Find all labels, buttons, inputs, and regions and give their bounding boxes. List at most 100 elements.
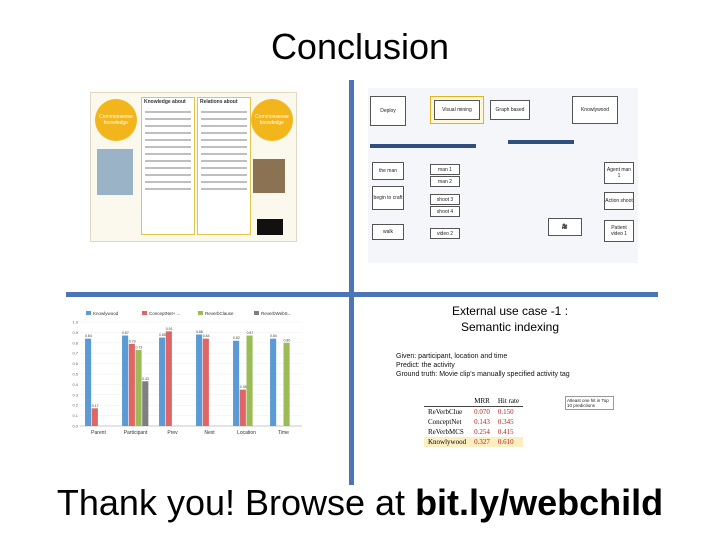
semantic-description: Given: participant, location and time Pr… [396, 352, 570, 379]
bar-value-label: 0.84 [85, 334, 92, 338]
y-tick-label: 0.3 [72, 392, 78, 397]
legend-label: ConceptNet+ ... [149, 311, 180, 316]
table-row: ReVerbMCS 0.254 0.415 [424, 427, 523, 437]
knowledge-column-1-head: Knowledge about [144, 99, 186, 105]
left-label-3: walk [372, 224, 404, 240]
table-cell: 0.327 [470, 437, 494, 447]
bar [270, 338, 277, 426]
right-label-3: Patient video 1 [604, 220, 634, 242]
ground-truth-text: Ground truth: Movie clip's manually spec… [396, 371, 570, 378]
x-tick-label: Time [278, 430, 289, 436]
bar-value-label: 0.88 [196, 330, 203, 334]
bar [159, 337, 166, 426]
pipeline-header-bar-1 [370, 144, 476, 148]
knowledge-column-2: Relations about [197, 97, 251, 235]
bar [122, 335, 129, 426]
bar-value-label: 0.87 [122, 331, 129, 335]
table-cell: 0.254 [474, 428, 490, 436]
bar [196, 334, 203, 426]
bar [128, 343, 135, 426]
bar-value-label: 0.79 [129, 339, 136, 343]
table-header: Hit rate [493, 396, 524, 407]
bar [202, 338, 209, 426]
y-tick-label: 0.0 [72, 424, 78, 429]
bar-value-label: 0.85 [159, 333, 166, 337]
y-tick-label: 0.9 [72, 330, 78, 335]
x-tick-label: Participant [124, 430, 148, 436]
person-photo [97, 149, 133, 195]
left-label-1: the man [372, 162, 404, 180]
bar [91, 408, 98, 426]
table-cell: ConceptNet [428, 418, 462, 426]
dark-thumbnail [257, 219, 283, 235]
y-tick-label: 0.2 [72, 403, 78, 408]
pipeline-box-4: Knowlywood [572, 96, 618, 124]
pipeline-diagram-thumbnail: Deploy Visual mining Graph based Knowlyw… [368, 88, 638, 263]
legend-label: ReverbClause [205, 311, 234, 316]
shot-5: video 2 [430, 228, 460, 239]
bar-value-label: 0.87 [246, 331, 253, 335]
knowledge-column-2-head: Relations about [200, 99, 238, 105]
legend-swatch [198, 311, 203, 315]
semantic-title-line-2: Semantic indexing [460, 320, 560, 334]
bar-value-label: 0.84 [270, 334, 277, 338]
semantic-indexing-title: External use case -1 : Semantic indexing [425, 303, 595, 335]
bar-value-label: 0.80 [283, 338, 290, 342]
footer-text: Thank you! Browse at bit.ly/webchild [0, 482, 720, 524]
bar-chart-thumbnail: Knowlywood ConceptNet+ ... ReverbClause Rev… [66, 308, 306, 438]
given-text: Given: participant, location and time [396, 353, 508, 360]
table-row: ConceptNet 0.143 0.345 [424, 417, 523, 427]
table-cell: 0.143 [474, 418, 490, 426]
knowledge-column-1: Knowledge about [141, 97, 195, 235]
table-cell: ReVerbMCS [428, 428, 464, 436]
pipeline-box-2: Visual mining [434, 100, 480, 120]
shot-4: shoot 4 [430, 206, 460, 217]
vertical-divider [349, 80, 354, 485]
y-tick-label: 0.4 [72, 382, 78, 387]
bar-value-label: 0.73 [135, 346, 142, 350]
right-label-2: Action shoot [604, 192, 634, 210]
y-tick-label: 0.5 [72, 372, 78, 377]
bar [283, 342, 290, 426]
bar [246, 335, 253, 426]
legend-label: Knowlywood [93, 311, 119, 316]
shot-2: man 2 [430, 176, 460, 187]
pipeline-header-bar-2 [508, 140, 574, 144]
table-cell: 0.415 [497, 428, 514, 436]
legend-label: ReverbWebS... [261, 311, 291, 316]
table-row: ReVerbClue 0.070 0.150 [424, 407, 523, 418]
slide-title: Conclusion [270, 26, 450, 67]
legend-swatch [254, 311, 259, 315]
x-tick-label: Prev [167, 430, 178, 436]
table-cell: ReVerbClue [428, 408, 463, 416]
right-label-1: Agent man 1 [604, 162, 634, 184]
y-tick-label: 0.1 [72, 413, 78, 418]
bar-value-label: 0.17 [92, 404, 99, 408]
bar [239, 389, 246, 426]
legend-swatch [86, 311, 91, 315]
table-cell: Knowlywood [424, 437, 471, 447]
predict-text: Predict: the activity [396, 362, 455, 369]
film-camera-icon: 🎥 [548, 218, 582, 236]
y-tick-label: 1.0 [72, 320, 78, 325]
bar-value-label: 0.91 [166, 327, 173, 331]
bar [233, 340, 240, 426]
bar [85, 338, 92, 426]
bar-value-label: 0.35 [240, 385, 247, 389]
left-label-2: begin to craft [372, 186, 404, 210]
footer-link[interactable]: bit.ly/webchild [415, 482, 664, 523]
bar-chart: Knowlywood ConceptNet+ ... ReverbClause Rev… [72, 311, 302, 436]
horizontal-divider [66, 292, 658, 297]
bar-value-label: 0.82 [233, 336, 240, 340]
shot-3: shoot 3 [430, 194, 460, 205]
results-table: MRR Hit rate ReVerbClue 0.070 0.150 Conc… [424, 396, 524, 447]
pipeline-box-3: Graph based [490, 100, 530, 120]
table-header: MRR [470, 396, 494, 407]
climber-photo [253, 159, 285, 193]
y-tick-label: 0.6 [72, 361, 78, 366]
bar [135, 350, 142, 426]
table-cell: 0.345 [497, 418, 514, 426]
bar-value-label: 0.84 [203, 334, 210, 338]
legend-swatch [142, 311, 147, 315]
table-cell: 0.150 [497, 408, 514, 416]
